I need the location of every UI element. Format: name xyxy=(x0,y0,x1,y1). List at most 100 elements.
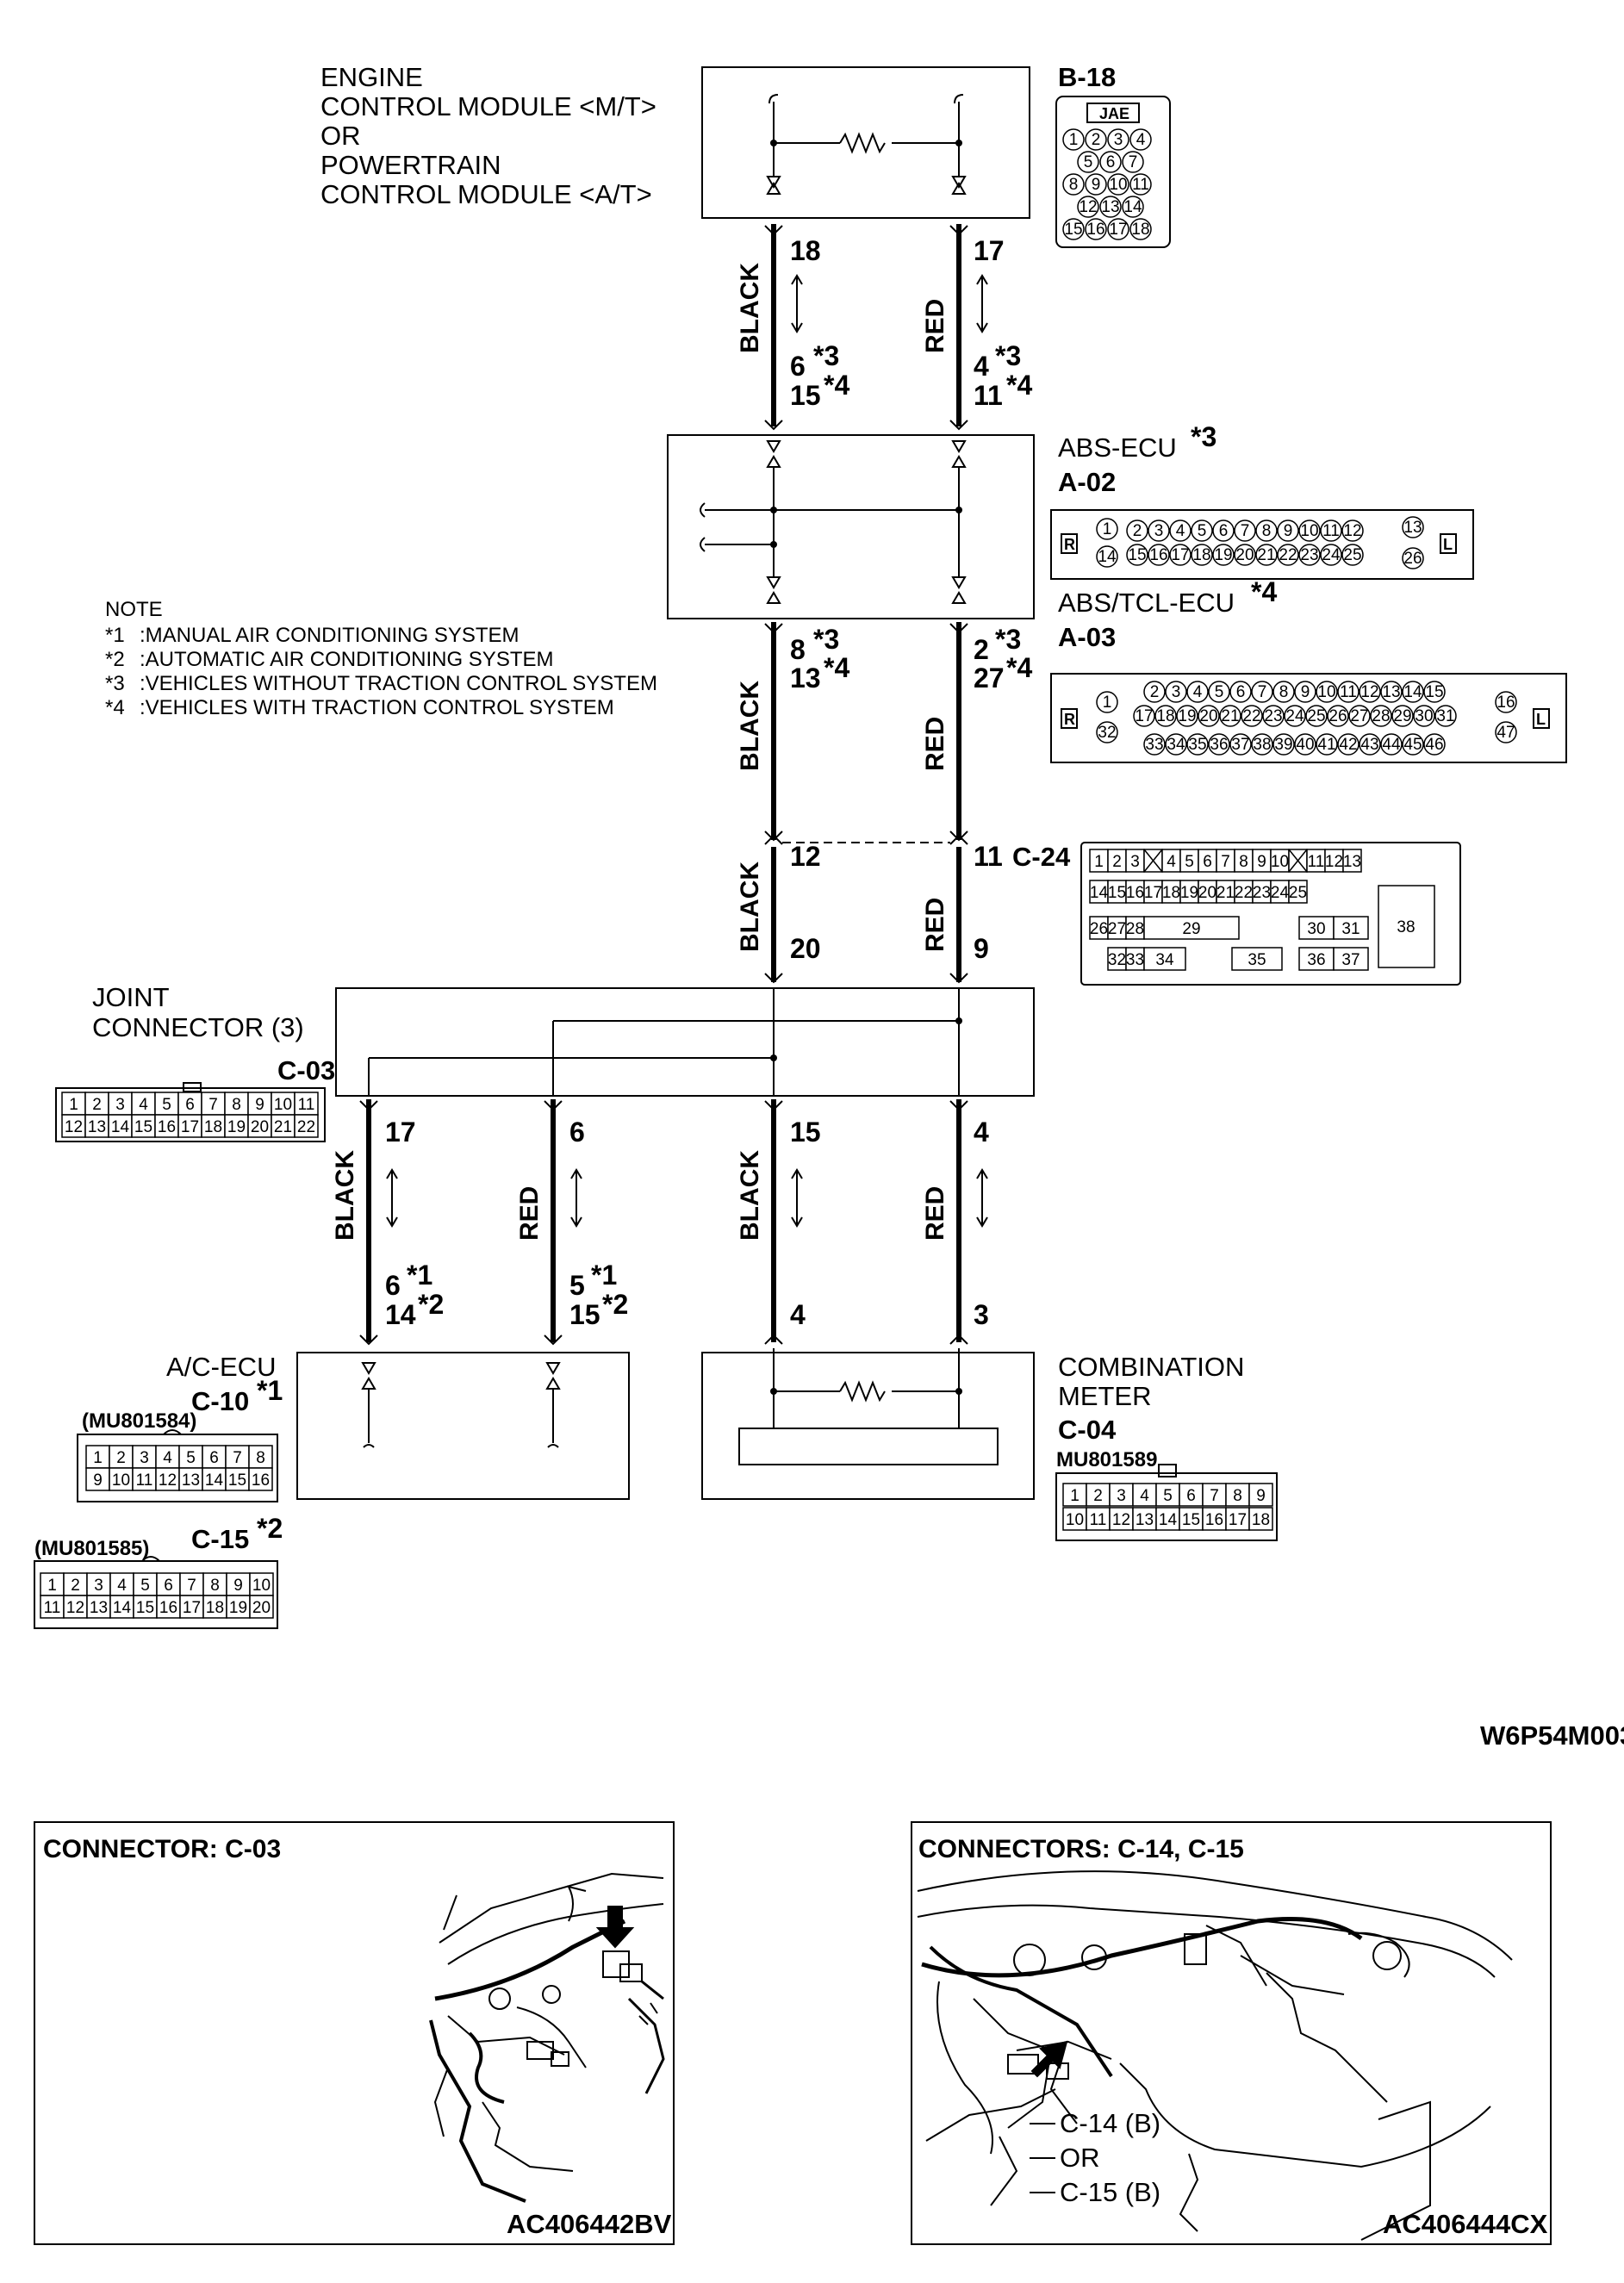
connector-pin: 16 xyxy=(158,1118,176,1136)
connector-pin: 39 xyxy=(1274,736,1292,754)
connector-pin: 35 xyxy=(1188,736,1206,754)
connector-pin: 27 xyxy=(1350,707,1368,725)
wire-color-mid-left: BLACK xyxy=(736,681,764,771)
connector-pin: 10 xyxy=(1300,522,1318,540)
pin-low1-top: 17 xyxy=(385,1117,416,1148)
abstcl-name: ABS/TCL-ECU xyxy=(1058,588,1235,618)
connector-pin: 31 xyxy=(1436,707,1454,725)
a03-side-right: L xyxy=(1536,711,1546,728)
connector-pin: 11 xyxy=(298,1096,315,1114)
connector-pin: 33 xyxy=(1126,951,1144,969)
connector-pin: 21 xyxy=(1221,707,1239,725)
pin-ecm-17: 17 xyxy=(974,235,1005,266)
panel-right-frame xyxy=(911,1821,1552,2245)
connector-pin: 4 xyxy=(1140,1487,1149,1505)
connector-pin: 14 xyxy=(1159,1511,1178,1529)
connector-pin: 12 xyxy=(66,1599,84,1617)
connector-pin: 12 xyxy=(1079,198,1097,216)
connector-pin: 36 xyxy=(1307,951,1325,969)
connector-pin: 11 xyxy=(1322,522,1340,540)
connector-pin: 25 xyxy=(1343,546,1361,564)
dashboard-harness-illustration xyxy=(917,1870,1513,2241)
connector-pin: 6 xyxy=(1236,683,1246,701)
connector-pin: 35 xyxy=(1248,951,1266,969)
connector-pin: 9 xyxy=(233,1577,243,1595)
connector-pin: 22 xyxy=(1235,884,1253,902)
connector-pin: 10 xyxy=(274,1096,292,1114)
wire-color-c24-right: RED xyxy=(921,898,949,952)
a02-side-right: L xyxy=(1443,536,1453,553)
connector-pin: 4 xyxy=(163,1449,172,1467)
pin-joint-20: 20 xyxy=(790,933,821,964)
connector-pin: 8 xyxy=(1233,1487,1242,1505)
connector-pin: 10 xyxy=(112,1471,130,1490)
connector-pin: 47 xyxy=(1496,724,1515,742)
connector-pin: 10 xyxy=(1317,683,1335,701)
connector-pin: 22 xyxy=(1279,546,1297,564)
connector-pin: 16 xyxy=(1126,884,1144,902)
connector-pin: 20 xyxy=(251,1118,269,1136)
connector-pin: 17 xyxy=(1109,221,1127,239)
connector-pin: 13 xyxy=(1403,519,1422,537)
location-arrow-icon xyxy=(1030,2040,1068,2078)
connector-pin: 38 xyxy=(1253,736,1271,754)
connector-pin: 8 xyxy=(1262,522,1272,540)
connector-pin: 22 xyxy=(1242,707,1260,725)
pin-low1-b2: 14 xyxy=(385,1299,416,1330)
connector-pin: 14 xyxy=(1123,198,1142,216)
pin-low2-b1: 5 xyxy=(569,1270,585,1301)
connector-pin: 26 xyxy=(1090,920,1108,938)
connector-pin: 19 xyxy=(227,1118,246,1136)
connector-pin: 13 xyxy=(1101,198,1119,216)
connector-pin: 2 xyxy=(1093,1487,1103,1505)
pin-abs-mid-left-a: 8 xyxy=(790,634,806,665)
callout-c15: C-15 (B) xyxy=(1060,2177,1160,2207)
ac-ecu-connector2-star: *2 xyxy=(257,1513,283,1544)
star-abs-mid-right-a: *3 xyxy=(995,624,1021,655)
connector-pin: 17 xyxy=(181,1118,199,1136)
c15-part-number: (MU801585) xyxy=(34,1537,149,1560)
connector-pin: 1 xyxy=(1069,131,1079,149)
connector-pin: 8 xyxy=(1239,853,1248,871)
connector-pin: 9 xyxy=(1092,176,1101,194)
meter-part-number: MU801589 xyxy=(1056,1448,1157,1471)
abs-name: ABS-ECU xyxy=(1058,432,1177,463)
connector-pin: 14 xyxy=(111,1118,130,1136)
ecm-title-line4: POWERTRAIN xyxy=(320,150,501,180)
joint-box xyxy=(335,987,1035,1097)
connector-pin: 8 xyxy=(232,1096,241,1114)
wire-color-low1: BLACK xyxy=(331,1150,359,1241)
connector-pin: 1 xyxy=(47,1577,57,1595)
connector-pin: 7 xyxy=(187,1577,196,1595)
connector-pin: 14 xyxy=(113,1599,132,1617)
ac-ecu-connector2: C-15 xyxy=(191,1524,249,1554)
low-wires: 17 6 15 4 BLACK RED BLACK RED 6 *1 14 *2… xyxy=(331,1099,989,1346)
connector-pin: 6 xyxy=(164,1577,173,1595)
wire-color-ecm-right: RED xyxy=(921,299,949,353)
connector-pin: 7 xyxy=(1258,683,1267,701)
connector-pin: 20 xyxy=(1199,707,1217,725)
connector-pin: 1 xyxy=(93,1449,103,1467)
connector-pin: 14 xyxy=(205,1471,224,1490)
connector-pin: 1 xyxy=(69,1096,78,1114)
connector-pin: 25 xyxy=(1289,884,1307,902)
connector-pin: 5 xyxy=(140,1577,150,1595)
connector-pin: 32 xyxy=(1108,951,1126,969)
joint-title-line2: CONNECTOR (3) xyxy=(92,1012,304,1042)
connector-pin: 10 xyxy=(1271,853,1289,871)
resistor-icon xyxy=(839,1380,886,1403)
star-abs-mid-left-b: *4 xyxy=(824,652,849,683)
pin-low4-top: 4 xyxy=(974,1117,989,1148)
connector-pin: 2 xyxy=(116,1449,126,1467)
connector-pin: 9 xyxy=(1256,1487,1266,1505)
mid-wires: 8 *3 13 *4 2 *3 27 *4 BLACK RED 12 11 C-… xyxy=(736,622,1461,986)
notes-title: NOTE xyxy=(105,598,163,621)
connector-pin: 10 xyxy=(252,1577,271,1595)
